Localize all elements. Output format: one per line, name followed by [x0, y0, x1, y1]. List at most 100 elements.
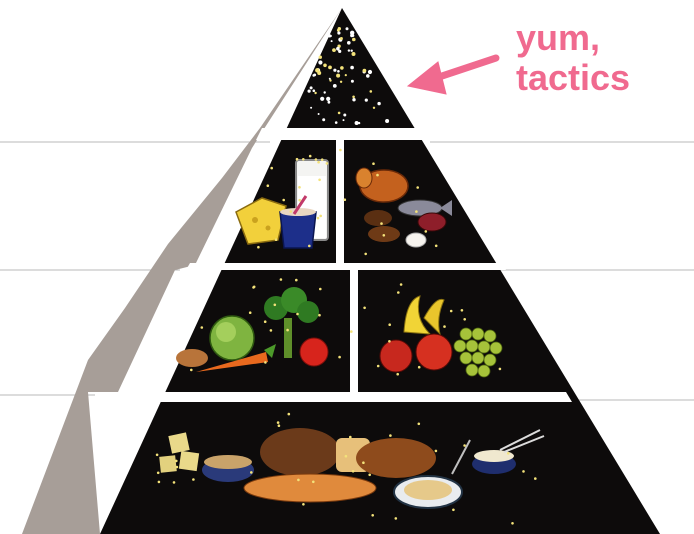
- sprinkle-dot: [362, 68, 367, 73]
- star-dot: [380, 222, 383, 225]
- sprinkle-dot: [313, 73, 317, 77]
- star-dot: [302, 503, 305, 506]
- sprinkle-dot: [366, 74, 370, 78]
- star-dot: [318, 178, 321, 182]
- star-dot: [362, 461, 365, 465]
- star-dot: [463, 318, 467, 321]
- sprinkle-dot: [332, 84, 337, 88]
- sprinkle-dot: [352, 37, 356, 42]
- star-dot: [449, 309, 453, 313]
- decorative-dots: [155, 148, 537, 525]
- sprinkle-dot: [377, 101, 381, 106]
- sprinkle-dot: [350, 79, 354, 83]
- sprinkle-dot: [328, 65, 332, 70]
- star-dot: [192, 478, 195, 481]
- meat-fish-eggs-nuts-icon: [355, 167, 452, 248]
- star-dot: [314, 158, 318, 161]
- tier-tip: [307, 27, 390, 125]
- tier-vegetables: [176, 287, 329, 372]
- star-dot: [343, 198, 347, 201]
- star-dot: [266, 184, 270, 187]
- star-dot: [351, 470, 355, 473]
- sprinkle-dot: [337, 111, 341, 115]
- sprinkle-dot: [318, 55, 322, 59]
- star-dot: [498, 367, 502, 371]
- tier-protein: [355, 167, 452, 248]
- star-dot: [250, 471, 253, 474]
- sprinkle-dot: [354, 121, 359, 125]
- star-dot: [507, 452, 510, 455]
- star-dot: [312, 480, 315, 484]
- star-dot: [417, 422, 421, 426]
- star-dot: [338, 355, 341, 359]
- sprinkle-dot: [352, 98, 356, 102]
- star-dot: [382, 234, 386, 237]
- sprinkle-dot: [340, 66, 344, 70]
- star-dot: [317, 160, 320, 164]
- sprinkle-dot: [347, 49, 351, 52]
- star-dot: [270, 166, 274, 170]
- tier-fruits: [379, 295, 503, 378]
- sprinkle-dot: [327, 100, 331, 104]
- star-dot: [415, 210, 418, 213]
- star-dot: [279, 278, 283, 281]
- star-dot: [522, 470, 525, 473]
- star-dot: [172, 481, 176, 484]
- star-dot: [274, 238, 278, 241]
- sprinkle-dot: [310, 106, 313, 109]
- star-dot: [190, 368, 193, 372]
- sprinkle-dot: [307, 89, 311, 93]
- sprinkle-dot: [344, 74, 347, 77]
- star-dot: [200, 326, 204, 329]
- sprinkle-dot: [330, 40, 333, 43]
- sprinkle-dot: [345, 27, 349, 31]
- bread-cereal-rice-pasta-icon: [159, 428, 545, 509]
- banana-apple-grapes-icon: [379, 295, 503, 378]
- star-dot: [295, 278, 298, 282]
- star-dot: [376, 173, 379, 177]
- sprinkle-dot: [323, 91, 326, 94]
- star-dot: [269, 329, 273, 332]
- star-dot: [252, 285, 256, 289]
- star-dot: [257, 245, 260, 249]
- star-dot: [443, 325, 446, 328]
- pyramid-side-face: [22, 8, 342, 534]
- sprinkle-dot: [343, 113, 347, 117]
- star-dot: [175, 459, 178, 463]
- star-dot: [297, 478, 300, 482]
- star-dot: [277, 424, 281, 428]
- star-dot: [363, 306, 366, 310]
- star-dot: [282, 198, 286, 202]
- sprinkle-dot: [309, 86, 313, 90]
- sprinkle-dot: [350, 65, 354, 70]
- tier-dividers: [112, 128, 572, 402]
- star-dot: [263, 320, 267, 324]
- star-dot: [295, 157, 299, 161]
- star-dot: [511, 522, 514, 525]
- star-dot: [157, 480, 161, 484]
- sprinkle-dot: [314, 91, 317, 95]
- star-dot: [319, 214, 323, 218]
- sprinkle-dot: [372, 106, 376, 110]
- star-dot: [302, 158, 305, 161]
- sprinkle-dot: [337, 70, 340, 73]
- sprinkle-dot: [317, 113, 320, 115]
- sugar-sprinkles-icon: [307, 27, 390, 125]
- star-dot: [434, 449, 438, 453]
- star-dot: [273, 303, 277, 307]
- star-dot: [349, 435, 352, 439]
- star-dot: [417, 365, 421, 369]
- star-dot: [368, 473, 372, 477]
- star-dot: [371, 514, 375, 517]
- sprinkle-dot: [351, 34, 355, 37]
- sprinkle-dot: [323, 63, 327, 68]
- star-dot: [389, 434, 392, 437]
- tier-grains: [159, 428, 545, 509]
- sprinkle-dot: [334, 121, 338, 124]
- annotation-line-2: tactics: [516, 57, 631, 98]
- sprinkle-dot: [336, 73, 341, 78]
- sprinkle-dot: [350, 49, 353, 52]
- sprinkle-dot: [357, 121, 361, 125]
- sprinkle-dot: [339, 80, 343, 84]
